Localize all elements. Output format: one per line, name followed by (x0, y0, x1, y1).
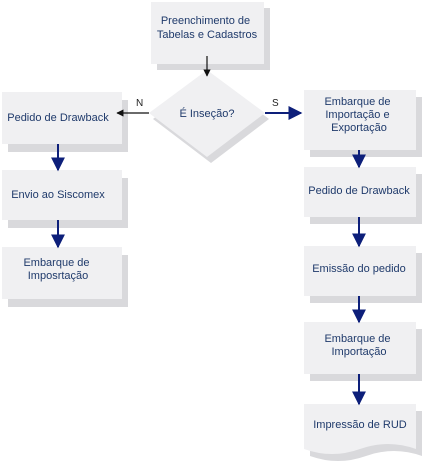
node-embarque-importacao-line-1: Embarque de (324, 333, 390, 345)
node-emissao-pedido-label: Emissão do pedido (312, 263, 406, 275)
node-pedido-drawback-left: Pedido de Drawback (2, 92, 128, 152)
node-preenchimento-line-1: Preenchimento de (161, 15, 250, 27)
node-pedido-drawback-left-label: Pedido de Drawback (7, 112, 109, 124)
edge-label-no: N (136, 98, 143, 109)
node-decisao-label: É Inseção? (179, 107, 234, 120)
node-preenchimento: Preenchimento de Tabelas e Cadastros (151, 2, 270, 70)
node-impressao-rud-label: Impressão de RUD (313, 419, 407, 431)
node-embarque-imposrtacao: Embarque de Imposrtação (2, 247, 128, 307)
node-decisao: É Inseção? (149, 70, 269, 163)
node-envio-siscomex: Envio ao Siscomex (2, 170, 128, 228)
node-preenchimento-label: Preenchimento de Tabelas e Cadastros (157, 15, 258, 41)
node-envio-siscomex-label: Envio ao Siscomex (11, 189, 105, 201)
node-emissao-pedido: Emissão do pedido (304, 246, 422, 303)
node-embarque-importacao: Embarque de Importação (304, 322, 422, 381)
node-embarque-imposrtacao-label: Embarque de Imposrtação (23, 257, 92, 282)
node-embarque-imposrtacao-line-1: Embarque de (23, 257, 89, 269)
node-impressao-rud: Impressão de RUD (304, 404, 422, 461)
node-pedido-drawback-right: Pedido de Drawback (304, 167, 422, 224)
node-embarque-imp-exp: Embarque de Importação e Exportação (304, 90, 422, 157)
node-embarque-imp-exp-line-1: Embarque de (324, 96, 390, 108)
node-embarque-imp-exp-line-2: Importação e (325, 109, 389, 121)
node-embarque-imp-exp-line-3: Exportação (331, 122, 387, 134)
node-embarque-importacao-label: Embarque de Importação (324, 333, 393, 358)
node-pedido-drawback-right-label: Pedido de Drawback (308, 185, 410, 197)
node-embarque-importacao-line-2: Importação (331, 346, 386, 358)
node-preenchimento-line-2: Tabelas e Cadastros (157, 29, 258, 41)
node-embarque-imp-exp-label: Embarque de Importação e Exportação (324, 96, 393, 134)
edge-label-yes: S (272, 98, 279, 109)
node-embarque-imposrtacao-line-2: Imposrtação (28, 270, 89, 282)
